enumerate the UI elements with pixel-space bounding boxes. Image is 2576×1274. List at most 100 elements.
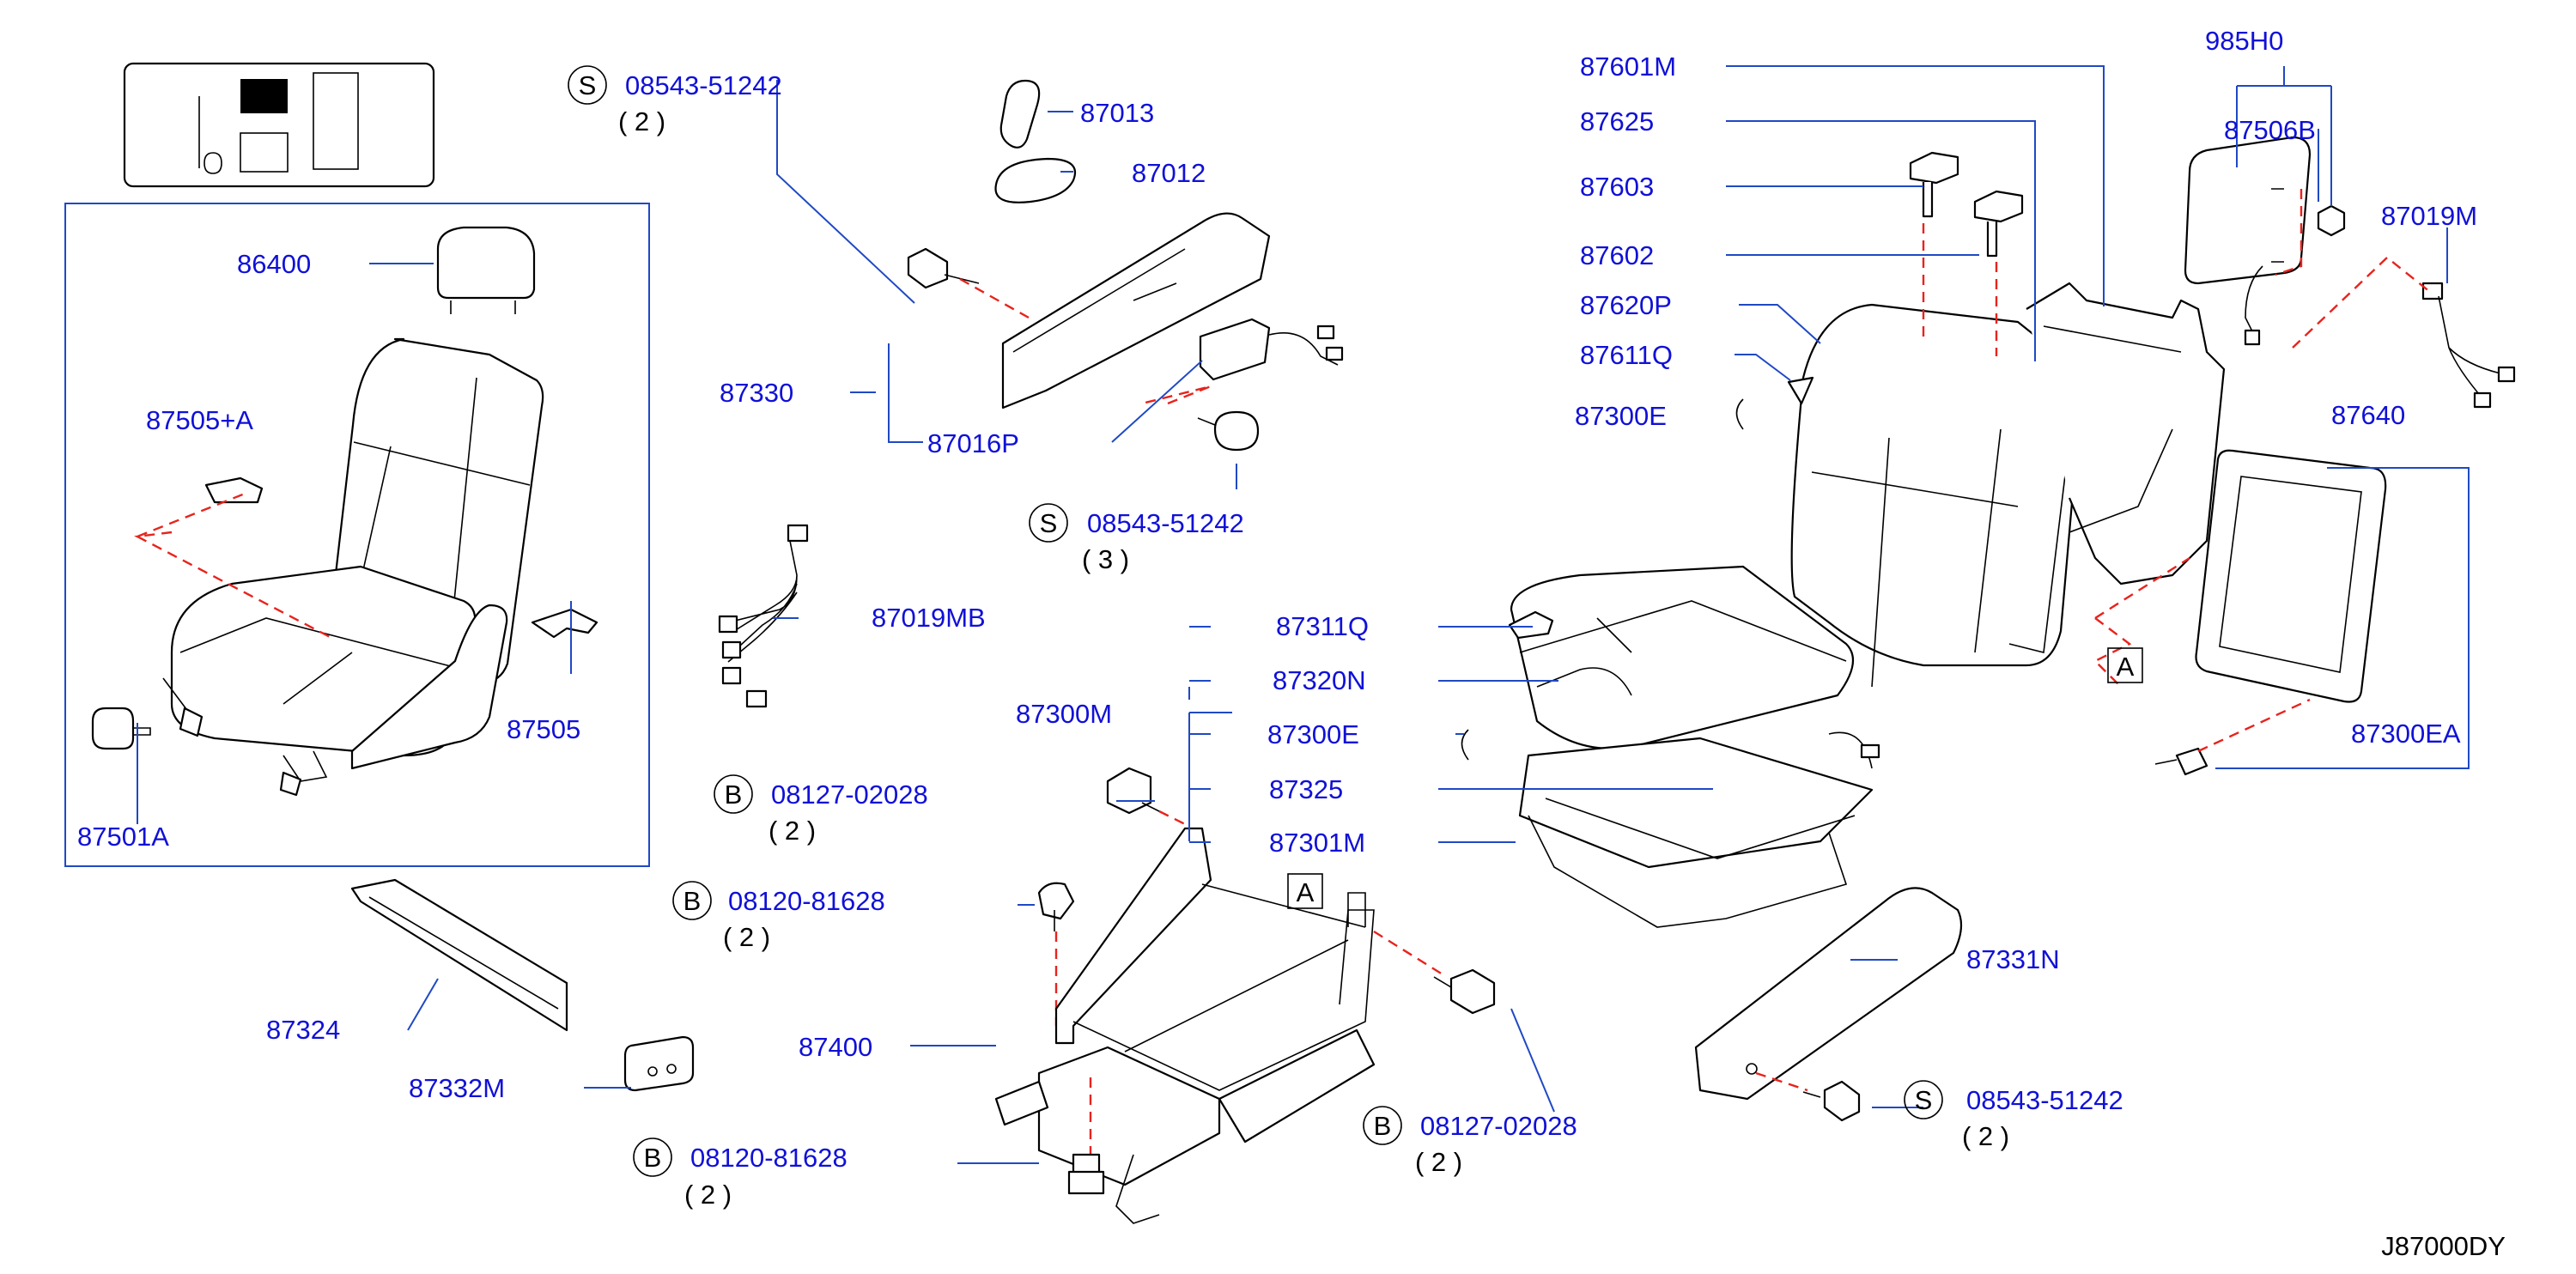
- part-label[interactable]: 87505: [507, 714, 580, 744]
- seat-back-frame-icon[interactable]: [2026, 282, 2226, 585]
- knob-icon[interactable]: [999, 79, 1041, 149]
- switch-icon[interactable]: [623, 1035, 695, 1092]
- part-label[interactable]: 87640: [2331, 400, 2405, 430]
- part-label[interactable]: 87300EA: [2351, 719, 2461, 749]
- part-label[interactable]: 87601M: [1580, 52, 1676, 82]
- seat-frame-icon[interactable]: [994, 827, 1376, 1224]
- side-cover-icon[interactable]: [1694, 887, 1963, 1101]
- part-label[interactable]: 87625: [1580, 106, 1654, 136]
- clip-icon[interactable]: [204, 476, 264, 504]
- part-label[interactable]: 87602: [1580, 240, 1654, 270]
- part-label[interactable]: 87332M: [409, 1073, 505, 1103]
- part-label[interactable]: 87013: [1080, 98, 1154, 128]
- part-label[interactable]: 08543-51242: [1966, 1085, 2123, 1115]
- part-label[interactable]: 87325: [1269, 774, 1343, 804]
- screw-icon[interactable]: [907, 247, 980, 289]
- part-label[interactable]: 87620P: [1580, 290, 1672, 320]
- part-label[interactable]: 87505+A: [146, 405, 253, 435]
- clip-icon: [1735, 398, 1744, 430]
- part-label[interactable]: 87330: [720, 378, 793, 408]
- clip-icon[interactable]: [531, 608, 598, 639]
- part-label[interactable]: 87300M: [1016, 699, 1112, 729]
- part-label[interactable]: 08120-81628: [690, 1143, 848, 1173]
- screw-symbol: S: [568, 65, 607, 105]
- part-label[interactable]: 87324: [266, 1015, 340, 1045]
- part-label[interactable]: 08127-02028: [1420, 1111, 1577, 1141]
- svg-text:B: B: [683, 886, 702, 916]
- screw-icon[interactable]: [1197, 410, 1260, 452]
- bolt-icon[interactable]: [1433, 968, 1496, 1015]
- diagram-id: J87000DY: [2381, 1231, 2506, 1261]
- part-label[interactable]: 87320N: [1273, 665, 1366, 695]
- screw-icon[interactable]: [2154, 747, 2208, 776]
- part-labels[interactable]: 86400 87505+A 87505 87501A 87324 87332M …: [77, 26, 2477, 1210]
- part-label[interactable]: 87019MB: [872, 603, 986, 633]
- part-label[interactable]: 87501A: [77, 822, 169, 852]
- side-cover-icon[interactable]: [1001, 212, 1271, 410]
- headrest-holder-icon[interactable]: [1973, 190, 2024, 258]
- leader-lines: [137, 65, 2470, 1164]
- switch-icon[interactable]: [1199, 318, 1344, 381]
- part-label[interactable]: 87300E: [1575, 401, 1667, 431]
- seat-assembly-box: [64, 203, 650, 867]
- qty-label: ( 2 ): [769, 816, 816, 846]
- knob-icon[interactable]: [91, 707, 151, 750]
- knob-icon[interactable]: [1508, 610, 1554, 640]
- dashed-guide: [2093, 556, 2311, 753]
- part-label[interactable]: 87331N: [1966, 944, 2060, 974]
- part-label[interactable]: 87019M: [2381, 201, 2477, 231]
- qty-label: ( 2 ): [1415, 1147, 1462, 1177]
- bolt-symbol: B: [1363, 1106, 1402, 1145]
- part-label[interactable]: 86400: [237, 249, 311, 279]
- part-label[interactable]: 985H0: [2205, 26, 2283, 56]
- seat-assembly-icon[interactable]: [91, 226, 598, 797]
- clip-icon[interactable]: [1787, 376, 1814, 405]
- dashed-guide: [1755, 1071, 1808, 1092]
- bolt-symbol: B: [633, 1138, 672, 1177]
- part-label[interactable]: 87400: [799, 1032, 872, 1062]
- bolt-icon[interactable]: [1037, 882, 1075, 931]
- back-board-icon[interactable]: [2195, 449, 2387, 703]
- bolt-icon[interactable]: [1106, 767, 1169, 816]
- part-label[interactable]: 08127-02028: [771, 780, 928, 810]
- svg-text:S: S: [1915, 1085, 1933, 1115]
- wire-harness-icon[interactable]: [2421, 282, 2516, 409]
- part-label[interactable]: 87016P: [927, 428, 1019, 458]
- knob-icon[interactable]: [994, 157, 1076, 203]
- clip-icon: [1461, 729, 1469, 761]
- dashed-guide: [134, 492, 336, 641]
- side-cover-icon[interactable]: [350, 878, 568, 1032]
- part-label[interactable]: 87012: [1132, 158, 1206, 188]
- qty-label: ( 3 ): [1082, 544, 1129, 574]
- seat-cushion-icon[interactable]: [1510, 565, 1880, 928]
- wire-harness-icon[interactable]: [718, 524, 809, 708]
- dashed-guide: [1922, 223, 1998, 356]
- part-label[interactable]: 87311Q: [1276, 611, 1369, 641]
- bolt-icon[interactable]: [1067, 1153, 1105, 1195]
- screw-symbol: S: [1904, 1080, 1943, 1119]
- screw-icon[interactable]: [1802, 1080, 1861, 1122]
- part-label[interactable]: 08543-51242: [1087, 508, 1244, 538]
- svg-text:B: B: [644, 1143, 662, 1173]
- dashed-guide: [959, 277, 1030, 319]
- svg-text:B: B: [725, 780, 743, 810]
- headrest-icon[interactable]: [436, 226, 536, 314]
- nut-icon[interactable]: [2317, 204, 2346, 237]
- seat-back-icon[interactable]: [1790, 303, 2080, 688]
- screw-symbol: S: [1029, 503, 1068, 543]
- part-label[interactable]: 87301M: [1269, 828, 1365, 858]
- svg-text:A: A: [2117, 652, 2135, 682]
- svg-text:B: B: [1374, 1111, 1392, 1141]
- part-label[interactable]: 08543-51242: [625, 70, 782, 100]
- headrest-holder-icon[interactable]: [1909, 151, 1959, 218]
- part-label[interactable]: 87611Q: [1580, 340, 1673, 370]
- bolt-symbol: B: [672, 881, 712, 920]
- part-label[interactable]: 08120-81628: [728, 886, 885, 916]
- part-label[interactable]: 87300E: [1267, 719, 1359, 749]
- part-label[interactable]: 87603: [1580, 172, 1654, 202]
- airbag-module-icon[interactable]: [2184, 136, 2312, 346]
- dashed-guide: [1141, 385, 1212, 405]
- dashed-guide: [1373, 930, 1443, 976]
- svg-text:S: S: [1040, 508, 1058, 538]
- part-label[interactable]: 87506B: [2224, 115, 2316, 145]
